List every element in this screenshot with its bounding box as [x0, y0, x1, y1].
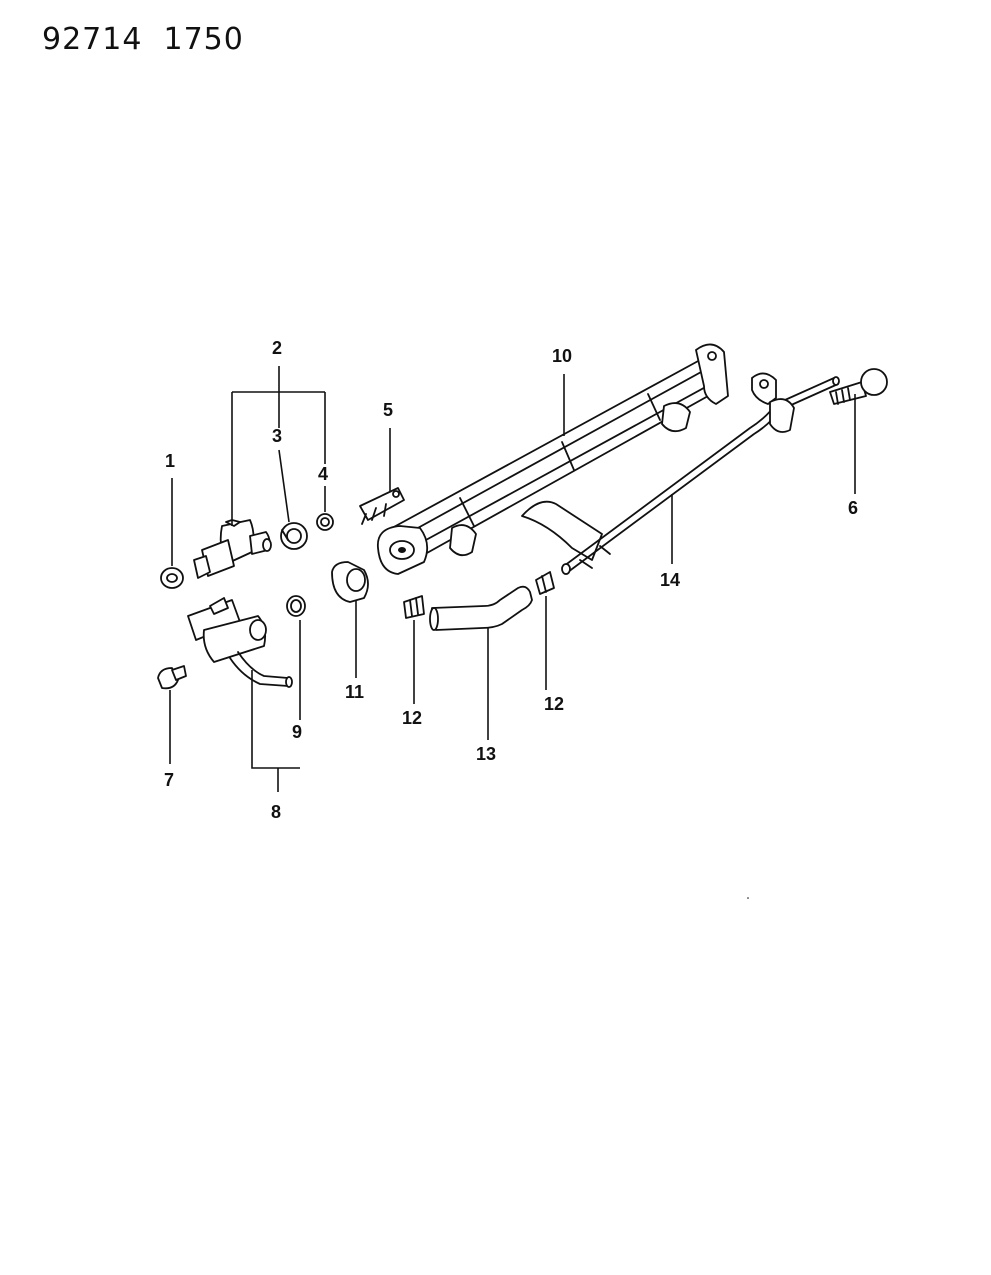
hose-clamp-right	[535, 571, 555, 595]
fuel-rail	[377, 343, 729, 575]
o-ring-4	[316, 513, 334, 531]
callout-12-left: 12	[402, 708, 422, 728]
bolt-7	[157, 665, 187, 690]
clip-5	[359, 487, 405, 525]
fuel-injector	[193, 519, 272, 579]
o-ring-9	[286, 595, 306, 617]
leader-lines	[169, 366, 856, 792]
insulator-3	[280, 522, 308, 550]
callout-14: 14	[660, 570, 680, 590]
callout-2: 2	[272, 338, 282, 358]
callout-9: 9	[292, 722, 302, 742]
grommet-1	[160, 567, 184, 589]
callout-3: 3	[272, 426, 282, 446]
page-title: 92714 1750	[42, 22, 244, 57]
bolt-6	[829, 368, 888, 405]
callout-13: 13	[476, 744, 496, 764]
callout-11: 11	[345, 682, 364, 702]
callout-6: 6	[848, 498, 858, 518]
callout-12-right: 12	[544, 694, 564, 714]
fuel-pipe	[561, 372, 840, 575]
callouts: 1 2 3 4 5 6 7 8 9 10 11 12 13 12 14	[164, 338, 858, 822]
hose-clamp-left	[403, 595, 425, 619]
insulator-11	[331, 561, 369, 603]
scan-speck	[747, 897, 749, 899]
callout-1: 1	[165, 451, 175, 471]
callout-5: 5	[383, 400, 393, 420]
callout-7: 7	[164, 770, 174, 790]
callout-8: 8	[271, 802, 281, 822]
callout-10: 10	[552, 346, 572, 366]
callout-4: 4	[318, 464, 328, 484]
pressure-regulator	[187, 597, 293, 688]
fuel-hose	[429, 585, 533, 631]
